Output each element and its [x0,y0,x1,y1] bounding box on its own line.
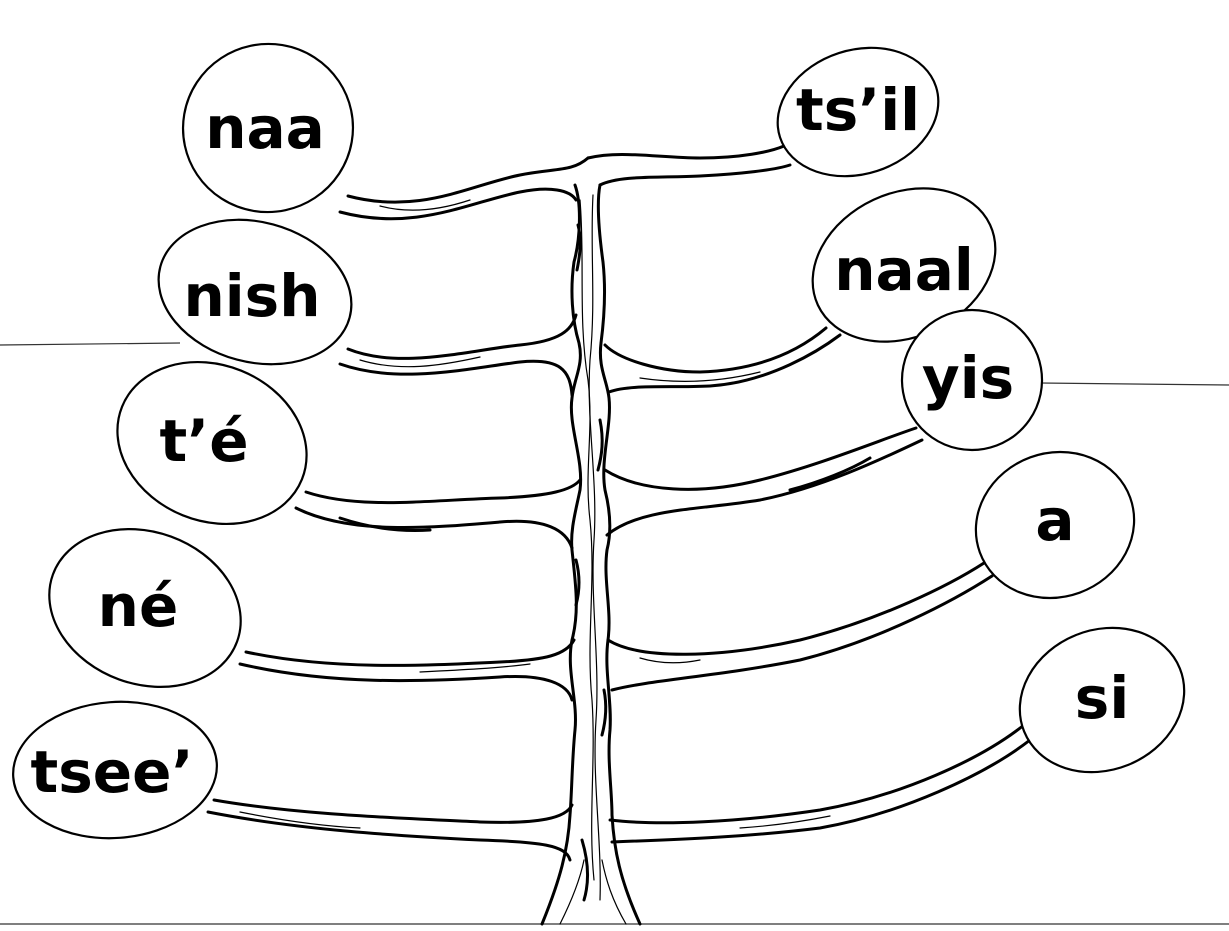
leaf-word: naa [205,94,325,162]
tree-trunk [542,185,640,924]
scan-line-left [0,343,180,345]
leaf-word: nish [184,262,321,330]
leaf-word: ts’il [796,76,920,144]
leaf-left-2: nish [142,199,368,385]
leaf-right-1: ts’il [761,28,955,197]
leaf-word: naal [834,236,973,304]
leaf-left-5: tsee’ [9,695,222,845]
leaf-word: yis [922,344,1014,412]
scan-line-right [1040,383,1229,385]
leaf-word: si [1075,664,1129,732]
leaf-word: t’é [159,407,248,475]
leaf-word: a [1035,486,1074,554]
leaf-right-5: si [998,604,1206,797]
leaf-right-4: a [955,430,1155,620]
leaf-word: tsee’ [31,738,194,806]
leaf-left-1: naa [167,28,368,228]
leaf-word: né [98,572,179,640]
leaf-left-4: né [27,503,263,713]
leaf-left-3: t’é [93,334,331,551]
